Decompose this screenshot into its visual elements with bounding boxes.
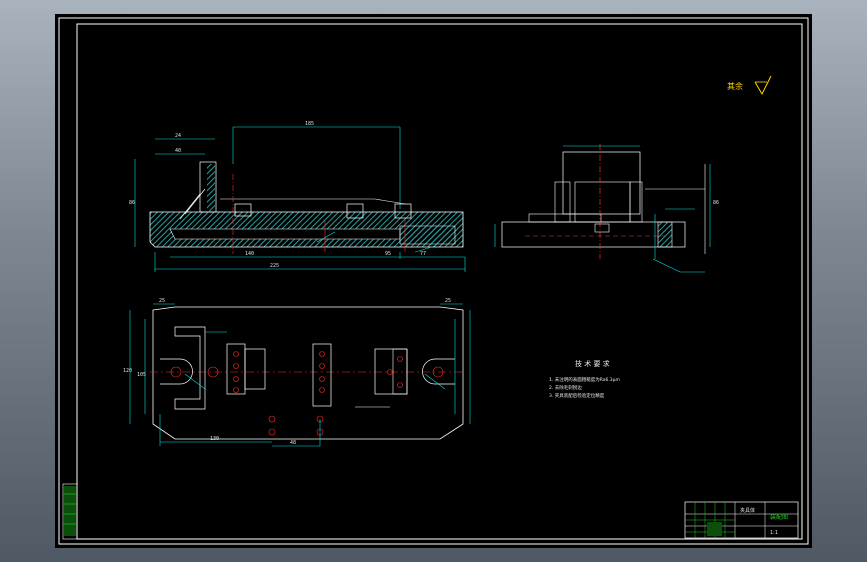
tech-req-item-2: 2. 去除毛刺锐边	[549, 384, 582, 391]
outer-frame	[58, 17, 809, 545]
roughness-label: 其余	[727, 81, 743, 91]
dim-left2: 40	[175, 148, 181, 154]
dim-plan-left: 25	[159, 298, 165, 304]
front-view: 185 24 40 86 140 95 77 225	[129, 121, 466, 272]
dim-bottom2: 95	[385, 251, 391, 257]
binding-strip	[62, 483, 78, 540]
drawing-canvas: 其余	[58, 17, 809, 545]
tech-requirements: 技 术 要 求 1. 未注明的表面粗糙度为Ra6.3μm 2. 去除毛刺锐边 3…	[549, 359, 620, 399]
dim-top-width: 185	[305, 121, 314, 127]
tech-req-item-3: 3. 夹具装配后检验定位精度	[549, 392, 605, 399]
dim-plan-h1: 120	[123, 368, 132, 374]
title-block: 夹具体 装配图 1:1	[684, 501, 799, 539]
dim-bottom3: 77	[420, 251, 426, 257]
dim-bottom-total: 225	[270, 263, 279, 269]
tech-req-item-1: 1. 未注明的表面粗糙度为Ra6.3μm	[549, 376, 620, 383]
roughness-symbol: 其余	[727, 75, 772, 96]
dim-bottom1: 140	[245, 251, 254, 257]
side-view: 86	[494, 144, 719, 273]
dim-side-h: 86	[713, 200, 719, 206]
dim-plan-b1: 130	[210, 436, 219, 442]
cad-viewport[interactable]: 其余	[55, 14, 812, 548]
plan-view: 25 25 120 105 130 48	[123, 298, 471, 447]
dim-left: 24	[175, 133, 181, 139]
dim-h-total: 86	[129, 200, 135, 206]
inner-frame	[76, 23, 803, 540]
dim-plan-h2: 105	[137, 372, 146, 378]
dim-plan-right: 25	[445, 298, 451, 304]
dim-plan-b2: 48	[290, 440, 296, 446]
tech-req-heading: 技 术 要 求	[575, 359, 610, 368]
title-block-code: 1:1	[770, 530, 778, 536]
title-block-sub: 装配图	[770, 513, 788, 521]
title-block-name: 夹具体	[740, 507, 755, 514]
